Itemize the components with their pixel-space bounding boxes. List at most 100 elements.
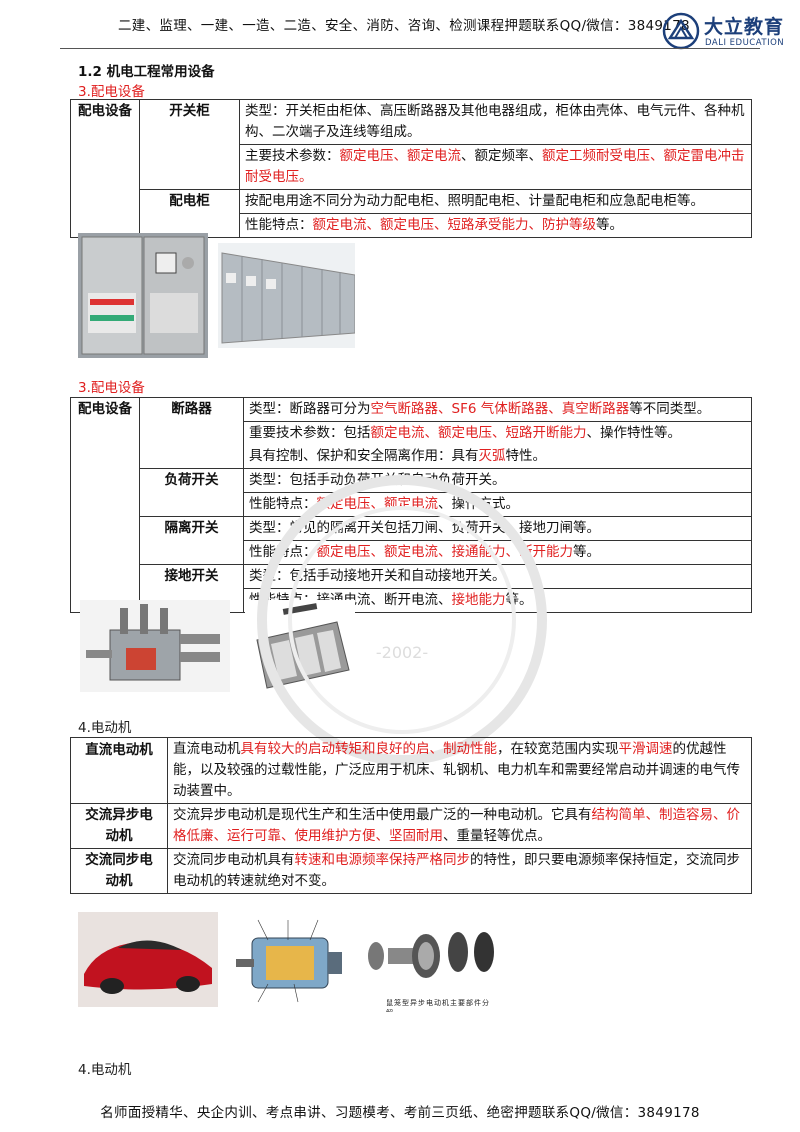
- sub-label: 交流异步电动机: [85, 807, 153, 844]
- desc-cell: 主要技术参数：额定电压、额定电流、额定频率、额定工频耐受电压、额定雷电冲击耐受电…: [239, 144, 752, 190]
- footer-promo-text: 名师面授精华、央企内训、考点串讲、习题模考、考前三页纸、绝密押题联系QQ/微信：…: [100, 1105, 700, 1121]
- electric-car-photo: [78, 912, 218, 1007]
- sub-label: 负荷开关: [164, 472, 219, 488]
- desc-cell: 类型：开关柜由柜体、高压断路器及其他电器组成，柜体由壳体、电气元件、各种机构、二…: [239, 99, 752, 145]
- motor-exploded-photo: 鼠笼型异步电动机主要部件分解: [362, 912, 497, 1012]
- sub-label: 配电柜: [169, 193, 210, 209]
- header-contact-text: 二建、监理、一建、一造、二造、安全、消防、咨询、检测课程押题联系QQ/微信：38…: [118, 18, 690, 34]
- sub-cell: 断路器: [139, 397, 244, 469]
- highlight-text: 额定电压、额定电流: [316, 496, 439, 512]
- knife-switch-illustration: [256, 603, 350, 689]
- category-cell: 交流异步电动机: [70, 803, 168, 849]
- sub-label: 交流同步电动机: [85, 852, 153, 889]
- body-text: 、操作特性等。: [586, 425, 682, 441]
- body-text: 等。: [573, 544, 600, 560]
- car-illustration: [84, 940, 212, 994]
- sub-label: 直流电动机: [85, 742, 153, 758]
- vacuum-breaker-photo: [80, 600, 230, 692]
- body-text: 等。: [505, 592, 533, 608]
- header-divider: [60, 48, 760, 49]
- block3-heading: 4.电动机: [78, 720, 132, 736]
- sub-label: 开关柜: [169, 103, 210, 119]
- switchgear-table: 配电设备 开关柜 类型：开关柜由柜体、高压断路器及其他电器组成，柜体由壳体、电气…: [70, 99, 752, 238]
- category-cell: 配电设备: [70, 397, 140, 613]
- body-text: 等。: [596, 217, 623, 233]
- highlight-text: 具有较大的启动转矩和良好的启、制动性能: [240, 741, 498, 757]
- highlight-text: 空气断路器、SF6 气体断路器、真空断路器: [370, 401, 630, 417]
- cabinet-row-illustration: [221, 252, 355, 344]
- highlight-text: 灭弧: [478, 448, 506, 464]
- desc-cell: 重要技术参数：包括额定电流、额定电压、短路开断能力、操作特性等。: [243, 421, 752, 445]
- dali-logo-icon: [662, 12, 700, 50]
- knife-switch-photo: [245, 600, 355, 692]
- block4-heading: 4.电动机: [78, 1062, 132, 1078]
- watermark-year: -2002-: [376, 643, 428, 662]
- highlight-text: 平滑调速: [618, 741, 673, 757]
- body-text: 交流同步电动机具有: [173, 852, 295, 868]
- body-text: 按配电用途不同分为动力配电柜、照明配电柜、计量配电柜和应急配电柜等。: [245, 193, 704, 209]
- body-text: 直流电动机: [173, 741, 241, 757]
- body-text: 类型：常见的隔离开关包括刀闸、负荷开关、接地刀闸等。: [249, 520, 600, 536]
- logo-text-cn: 大立教育: [704, 16, 785, 38]
- desc-cell: 类型：包括手动接地开关和自动接地开关。: [243, 564, 752, 589]
- body-text: 、操作方式。: [438, 496, 519, 512]
- body-text: 特性。: [505, 448, 547, 464]
- desc-cell: 具有控制、保护和安全隔离作用：具有灭弧特性。: [243, 445, 752, 469]
- body-text: 等不同类型。: [629, 401, 711, 417]
- body-text: 、额定频率、: [461, 148, 542, 164]
- sub-cell: 负荷开关: [139, 468, 244, 517]
- distribution-cabinet-photo: [218, 243, 355, 348]
- body-text: 性能特点：: [249, 544, 317, 560]
- desc-cell: 性能特点：额定电压、额定电流、操作方式。: [243, 492, 752, 517]
- highlight-text: 额定电压、额定电流、接通能力、断开能力: [316, 544, 574, 560]
- motor-exploded-illustration: [368, 932, 494, 978]
- highlight-text: 额定电流、额定电压、短路承受能力、防护等级: [312, 217, 597, 233]
- desc-cell: 类型：断路器可分为空气断路器、SF6 气体断路器、真空断路器等不同类型。: [243, 397, 752, 422]
- category-cell: 直流电动机: [70, 737, 168, 804]
- sub-label: 隔离开关: [164, 520, 219, 536]
- desc-cell: 类型：常见的隔离开关包括刀闸、负荷开关、接地刀闸等。: [243, 516, 752, 541]
- sub-cell: 开关柜: [139, 99, 240, 190]
- body-text: 类型：断路器可分为: [249, 401, 371, 417]
- motor-cutaway-photo: [228, 912, 358, 1007]
- motor-diagram-caption: 鼠笼型异步电动机主要部件分解: [386, 999, 490, 1012]
- block1-heading: 3.配电设备: [78, 84, 145, 100]
- body-text: 、重量轻等优点。: [443, 828, 551, 844]
- body-text: 的优越性能，以及较强的过载性能，广泛应用于机床、轧钢机、电力机车和需要经常启动并…: [173, 741, 740, 799]
- category-cell: 交流同步电动机: [70, 848, 168, 894]
- body-text: 类型：包括手动负荷开关和自动负荷开关。: [249, 472, 506, 488]
- sub-label: 断路器: [171, 401, 212, 417]
- body-text: 的特性，即只要电源频率保持恒定，交流同步电动机的转速就绝对不变。: [173, 852, 740, 889]
- sub-label: 接地开关: [164, 568, 219, 584]
- body-text: 类型：包括手动接地开关和自动接地开关。: [249, 568, 506, 584]
- body-text: ，在较宽范围内实现: [497, 741, 619, 757]
- body-text: 类型：开关柜由柜体、高压断路器及其他电器组成，柜体由壳体、电气元件、各种机构、二…: [245, 103, 745, 140]
- highlight-text: 转速和电源频率保持严格同步: [294, 852, 471, 868]
- highlight-text: 接地能力: [451, 592, 506, 608]
- switchgear-photo: [78, 233, 208, 358]
- section-title: 1.2 机电工程常用设备: [78, 64, 215, 80]
- desc-cell: 交流异步电动机是现代生产和生活中使用最广泛的一种电动机。它具有结构简单、制造容易…: [167, 803, 752, 849]
- category-cell: 配电设备: [70, 99, 140, 238]
- logo-text-en: DALI EDUCATION: [705, 38, 785, 48]
- motor-table: 直流电动机 直流电动机具有较大的启动转矩和良好的启、制动性能，在较宽范围内实现平…: [70, 737, 752, 894]
- body-text: 主要技术参数：: [245, 148, 340, 164]
- sub-cell: 隔离开关: [139, 516, 244, 565]
- body-text: 具有控制、保护和安全隔离作用：具有: [249, 448, 479, 464]
- motor-cutaway-illustration: [236, 919, 342, 1003]
- desc-cell: 类型：包括手动负荷开关和自动负荷开关。: [243, 468, 752, 493]
- highlight-text: 结构简单、制造容易、价格低廉、运行可靠、使用维护方便、坚固耐用: [173, 807, 740, 844]
- highlight-text: 额定电流、额定电压、短路开断能力: [370, 425, 587, 441]
- sub-cell: 配电柜: [139, 189, 240, 238]
- breaker-illustration: [86, 604, 220, 681]
- desc-cell: 交流同步电动机具有转速和电源频率保持严格同步的特性，即只要电源频率保持恒定，交流…: [167, 848, 752, 894]
- category-label: 配电设备: [78, 103, 132, 119]
- body-text: 交流异步电动机是现代生产和生活中使用最广泛的一种电动机。它具有: [173, 807, 592, 823]
- breaker-table: 配电设备 断路器 类型：断路器可分为空气断路器、SF6 气体断路器、真空断路器等…: [70, 397, 752, 613]
- highlight-text: 额定工频耐受电压、额定雷电冲击耐受电压。: [245, 148, 745, 185]
- highlight-text: 额定电压、额定电流: [339, 148, 462, 164]
- category-label: 配电设备: [78, 401, 132, 417]
- desc-cell: 性能特点：额定电流、额定电压、短路承受能力、防护等级等。: [239, 213, 752, 238]
- desc-cell: 按配电用途不同分为动力配电柜、照明配电柜、计量配电柜和应急配电柜等。: [239, 189, 752, 214]
- block2-heading: 3.配电设备: [78, 380, 145, 396]
